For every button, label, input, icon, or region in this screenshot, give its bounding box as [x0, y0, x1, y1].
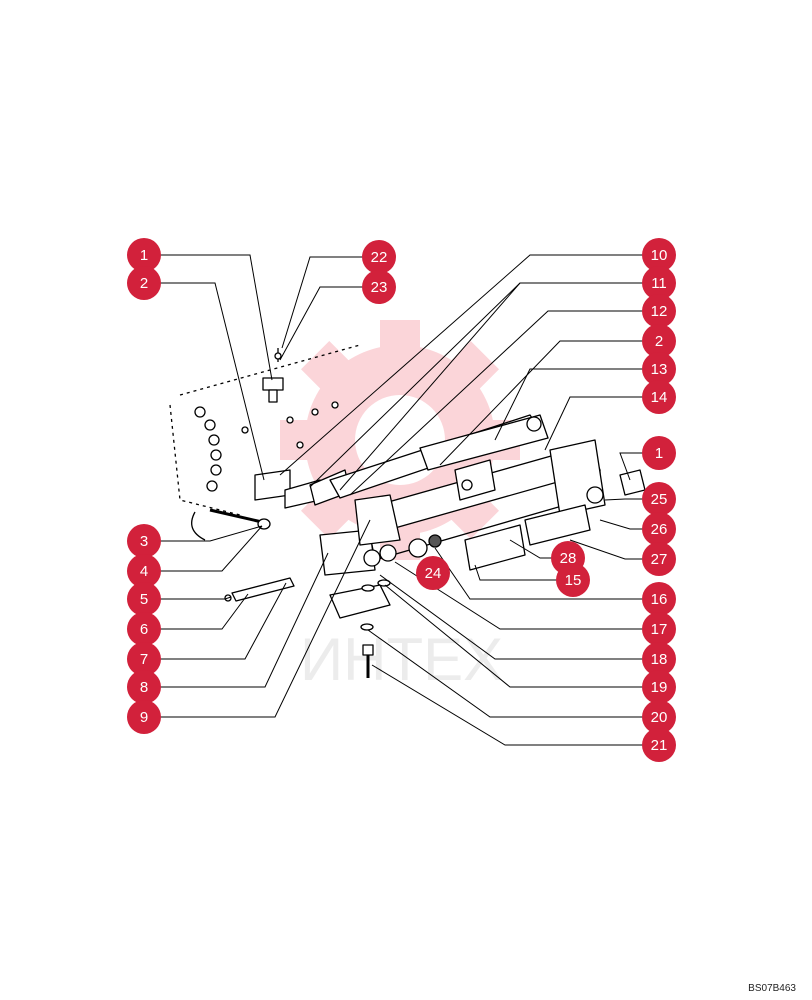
svg-text:13: 13 — [651, 361, 668, 378]
callout-10: 10 — [642, 238, 676, 272]
svg-text:22: 22 — [371, 249, 388, 266]
callout-11: 11 — [642, 266, 676, 300]
callout-25: 25 — [642, 482, 676, 516]
callout-7: 7 — [127, 642, 161, 676]
callout-22: 22 — [362, 240, 396, 274]
callout-1-right: 1 — [642, 436, 676, 470]
callout-1: 1 — [127, 238, 161, 272]
drawing-code: BS07B463 — [748, 983, 796, 994]
callout-13: 13 — [642, 352, 676, 386]
callout-5: 5 — [127, 582, 161, 616]
svg-text:17: 17 — [651, 621, 668, 638]
svg-text:12: 12 — [651, 303, 668, 320]
svg-text:6: 6 — [140, 621, 148, 638]
callout-9: 9 — [127, 700, 161, 734]
svg-text:4: 4 — [140, 563, 148, 580]
svg-text:16: 16 — [651, 591, 668, 608]
callout-18: 18 — [642, 642, 676, 676]
svg-text:1: 1 — [655, 445, 663, 462]
svg-text:14: 14 — [651, 389, 668, 406]
callout-19: 19 — [642, 670, 676, 704]
svg-text:8: 8 — [140, 679, 148, 696]
svg-text:24: 24 — [425, 565, 442, 582]
svg-text:28: 28 — [560, 550, 577, 567]
svg-text:11: 11 — [651, 275, 667, 292]
svg-text:27: 27 — [651, 551, 668, 568]
svg-text:9: 9 — [140, 709, 148, 726]
callout-4: 4 — [127, 554, 161, 588]
callout-15: 15 — [556, 563, 590, 597]
callout-3: 3 — [127, 524, 161, 558]
svg-text:19: 19 — [651, 679, 668, 696]
svg-text:20: 20 — [651, 709, 668, 726]
svg-text:15: 15 — [565, 572, 582, 589]
svg-text:3: 3 — [140, 533, 148, 550]
callout-27: 27 — [642, 542, 676, 576]
callout-8: 8 — [127, 670, 161, 704]
watermark-text: ИНТЕХ — [300, 626, 503, 693]
svg-text:25: 25 — [651, 491, 668, 508]
callout-2: 2 — [127, 266, 161, 300]
callout-21: 21 — [642, 728, 676, 762]
callouts: 1 2 3 4 5 6 7 8 — [127, 238, 676, 762]
callout-2-right: 2 — [642, 324, 676, 358]
svg-text:5: 5 — [140, 591, 148, 608]
svg-text:23: 23 — [371, 279, 388, 296]
callout-16: 16 — [642, 582, 676, 616]
callout-14: 14 — [642, 380, 676, 414]
svg-text:21: 21 — [651, 737, 668, 754]
svg-text:2: 2 — [140, 275, 148, 292]
svg-text:10: 10 — [651, 247, 668, 264]
leader-lines — [144, 254, 659, 746]
callout-6: 6 — [127, 612, 161, 646]
svg-text:26: 26 — [651, 521, 668, 538]
svg-text:18: 18 — [651, 651, 668, 668]
callout-26: 26 — [642, 512, 676, 546]
svg-text:7: 7 — [140, 651, 148, 668]
callout-23: 23 — [362, 270, 396, 304]
svg-text:2: 2 — [655, 333, 663, 350]
callout-17: 17 — [642, 612, 676, 646]
callout-12: 12 — [642, 294, 676, 328]
callout-20: 20 — [642, 700, 676, 734]
callout-24: 24 — [416, 556, 450, 590]
svg-text:1: 1 — [140, 247, 148, 264]
